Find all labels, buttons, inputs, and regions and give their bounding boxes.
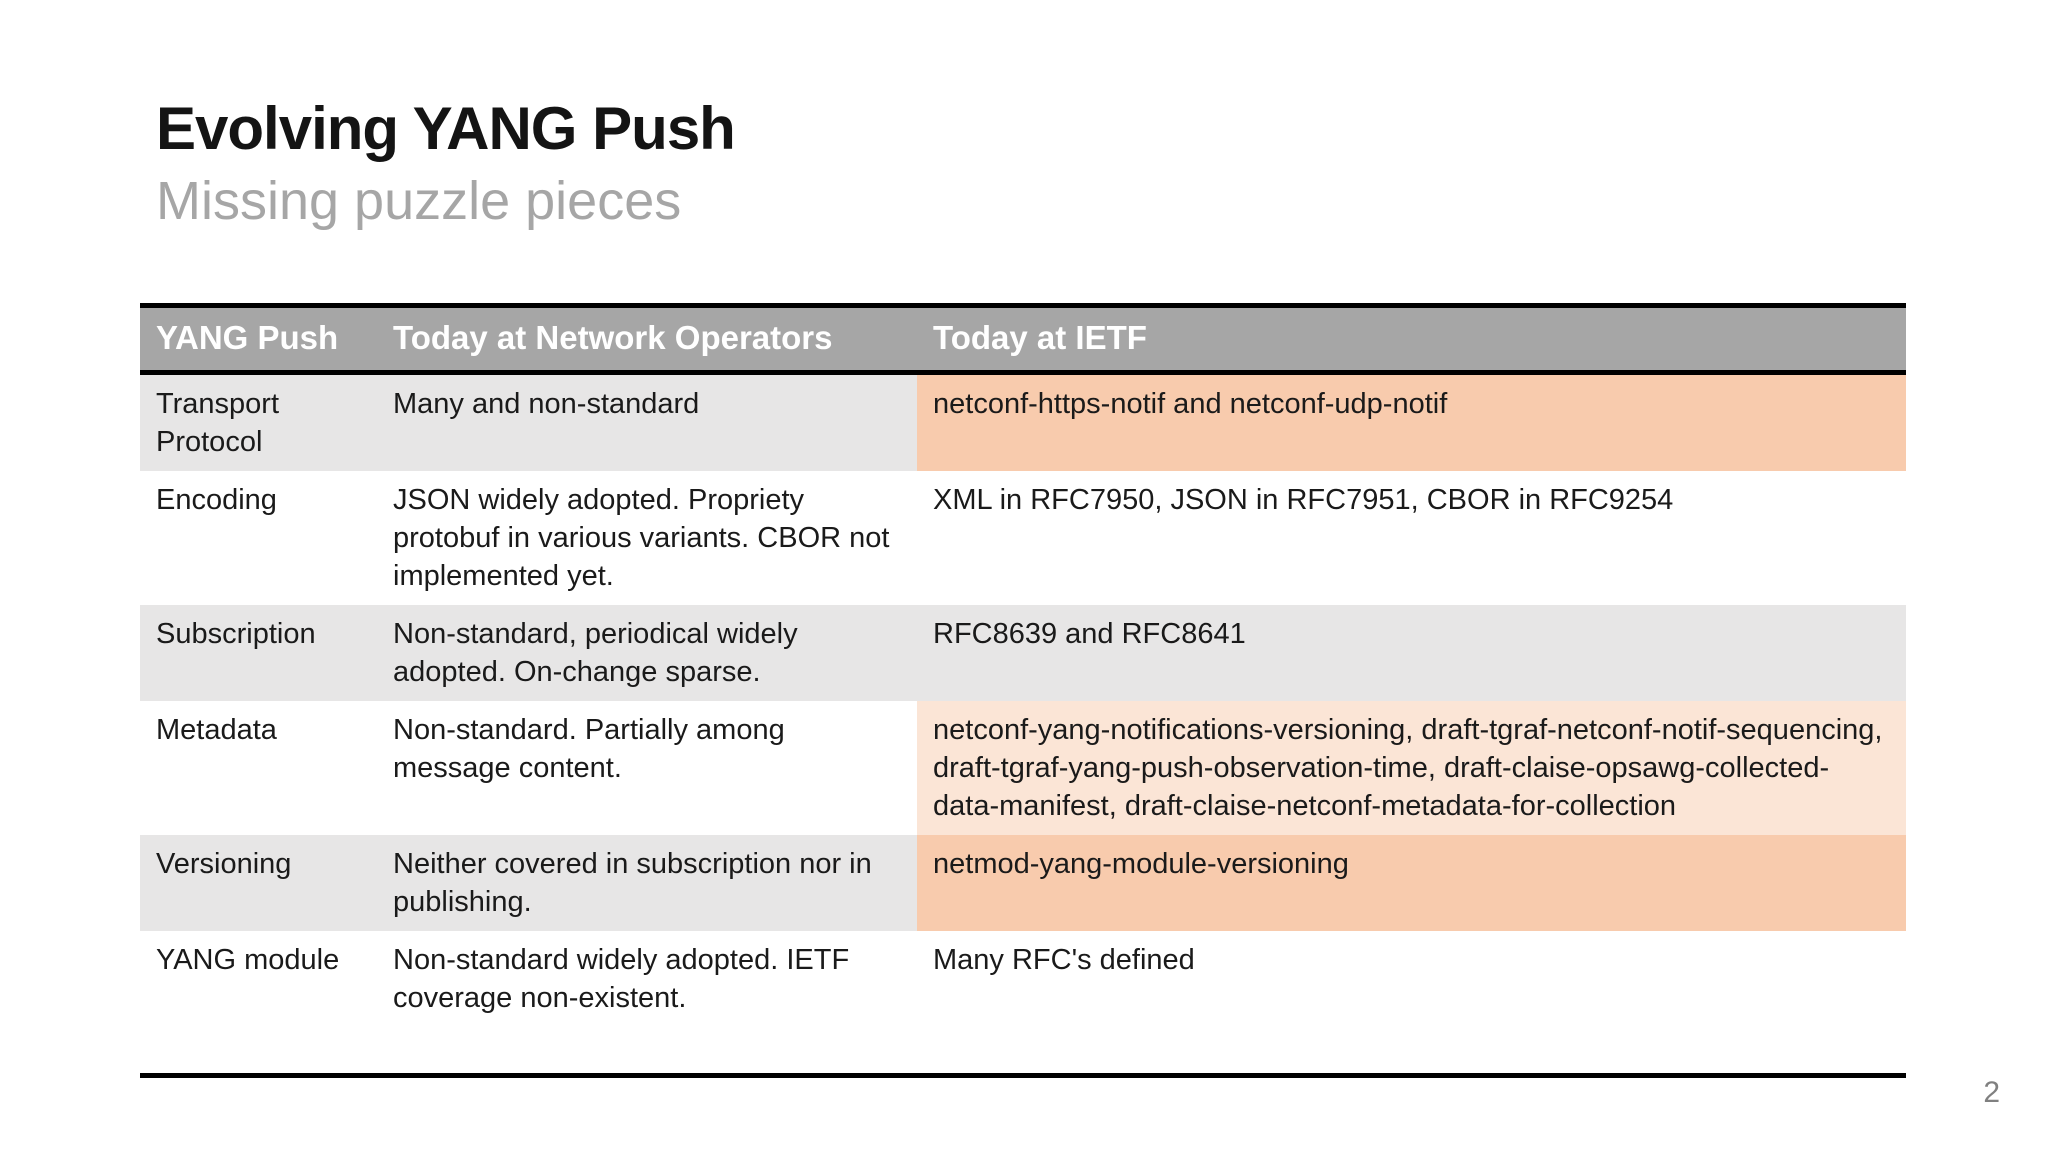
feature-cell: Subscription: [140, 605, 377, 701]
operators-cell: JSON widely adopted. Propriety protobuf …: [377, 471, 917, 605]
column-header-network-operators: Today at Network Operators: [377, 305, 917, 375]
operators-cell: Neither covered in subscription nor in p…: [377, 835, 917, 931]
column-header-ietf: Today at IETF: [917, 305, 1906, 375]
slide-subtitle: Missing puzzle pieces: [156, 171, 682, 231]
ietf-cell: netconf-yang-notifications-versioning, d…: [917, 701, 1906, 835]
operators-cell: Non-standard. Partially among message co…: [377, 701, 917, 835]
feature-cell: YANG module: [140, 931, 377, 1076]
title-block: Evolving YANG Push Missing puzzle pieces: [156, 95, 736, 232]
ietf-cell: netmod-yang-module-versioning: [917, 835, 1906, 931]
feature-cell: Encoding: [140, 471, 377, 605]
feature-cell: Transport Protocol: [140, 372, 377, 471]
table-header-row: YANG Push Today at Network Operators Tod…: [140, 305, 1906, 375]
yang-push-table: YANG Push Today at Network Operators Tod…: [140, 303, 1906, 1078]
ietf-cell: XML in RFC7950, JSON in RFC7951, CBOR in…: [917, 471, 1906, 605]
ietf-cell: netconf-https-notif and netconf-udp-noti…: [917, 372, 1906, 471]
feature-cell: Metadata: [140, 701, 377, 835]
slide-title: Evolving YANG Push: [156, 95, 736, 162]
feature-cell: Versioning: [140, 835, 377, 931]
column-header-yang-push: YANG Push: [140, 305, 377, 375]
ietf-cell: RFC8639 and RFC8641: [917, 605, 1906, 701]
operators-cell: Non-standard widely adopted. IETF covera…: [377, 931, 917, 1076]
page-number: 2: [1983, 1076, 2000, 1109]
operators-cell: Non-standard, periodical widely adopted.…: [377, 605, 917, 701]
table-header: YANG Push Today at Network Operators Tod…: [140, 305, 1906, 375]
ietf-cell: Many RFC's defined: [917, 931, 1906, 1076]
operators-cell: Many and non-standard: [377, 372, 917, 471]
